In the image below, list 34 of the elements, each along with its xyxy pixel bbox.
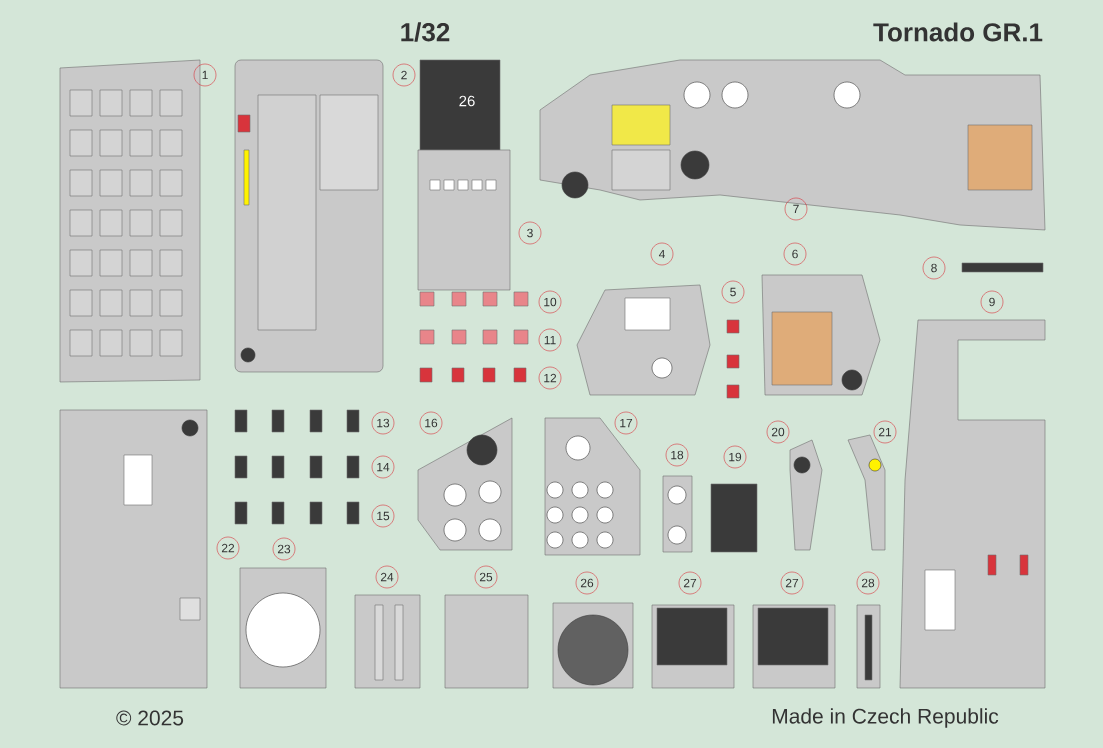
- copyright-note: © 2025: [116, 710, 184, 726]
- callout-number: 5: [721, 280, 745, 304]
- callout-number: 21: [873, 420, 897, 444]
- callout-number: 16: [419, 411, 443, 435]
- title: Tornado GR.1: [873, 22, 1043, 42]
- callout-number: 25: [474, 565, 498, 589]
- callout-number: 20: [766, 420, 790, 444]
- callout-number: 9: [980, 290, 1004, 314]
- callout-number: 27: [780, 571, 804, 595]
- callout-number: 6: [783, 242, 807, 266]
- callout-number: 12: [538, 366, 562, 390]
- callout-number: 23: [272, 537, 296, 561]
- callout-number: 1: [193, 63, 217, 87]
- callout-number: 14: [371, 455, 395, 479]
- callout-number: 7: [784, 197, 808, 221]
- callout-number: 26: [575, 571, 599, 595]
- callout-number: 22: [216, 536, 240, 560]
- display-number: 26: [459, 95, 475, 107]
- callout-number: 27: [678, 571, 702, 595]
- callout-number: 8: [922, 256, 946, 280]
- callout-number: 3: [518, 221, 542, 245]
- origin-note: Made in Czech Republic: [772, 708, 999, 728]
- callout-number: 24: [375, 565, 399, 589]
- callout-number: 13: [371, 411, 395, 435]
- callout-number: 15: [371, 504, 395, 528]
- callout-number: 19: [723, 445, 747, 469]
- callout-number: 17: [614, 411, 638, 435]
- callout-number: 2: [392, 63, 416, 87]
- callout-number: 10: [538, 290, 562, 314]
- scale-label: 1/32: [401, 22, 450, 42]
- callout-number: 11: [538, 328, 562, 352]
- callout-number: 4: [650, 242, 674, 266]
- callout-number: 18: [665, 443, 689, 467]
- callout-number: 28: [856, 571, 880, 595]
